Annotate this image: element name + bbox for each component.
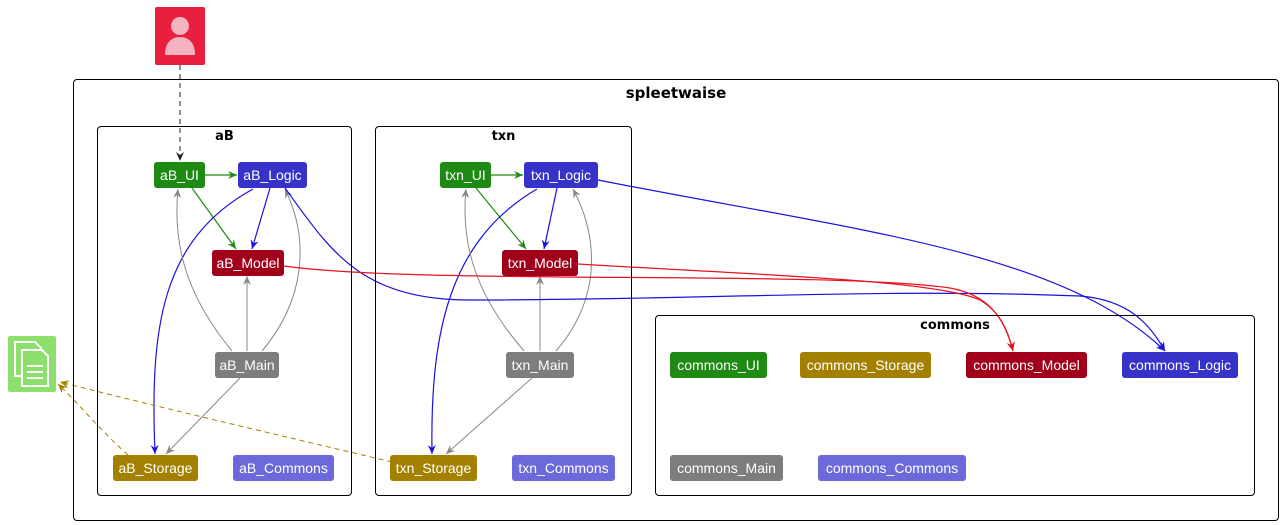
edge-abmain-ablogic bbox=[261, 188, 301, 352]
node-txn-logic: txn_Logic bbox=[524, 162, 598, 188]
package-spleetwaise: spleetwaise bbox=[73, 79, 1279, 521]
edge-txnstorage-file bbox=[59, 380, 393, 463]
package-title: aB bbox=[215, 129, 234, 144]
user-icon bbox=[155, 7, 205, 65]
package-txn: txn bbox=[375, 126, 632, 496]
node-ab-storage: aB_Storage bbox=[113, 455, 198, 481]
edge-ablogic-abmodel bbox=[250, 187, 271, 250]
edge-txnui-txnmodel bbox=[475, 187, 527, 250]
node-txn-commons: txn_Commons bbox=[512, 455, 615, 481]
edge-txnmodel-commonsmodel bbox=[577, 263, 1015, 352]
node-txn-main: txn_Main bbox=[506, 352, 574, 378]
node-ab-logic: aB_Logic bbox=[238, 162, 307, 188]
edge-txnlogic-commonslogic bbox=[597, 179, 1166, 352]
node-txn-model: txn_Model bbox=[502, 250, 578, 276]
edge-abmain-abui bbox=[173, 188, 233, 352]
edge-txnmain-txnui bbox=[461, 188, 525, 352]
node-commons-main: commons_Main bbox=[670, 455, 783, 481]
node-commons-model: commons_Model bbox=[966, 352, 1087, 378]
edge-abstorage-file bbox=[57, 383, 129, 456]
node-commons-logic: commons_Logic bbox=[1122, 352, 1238, 378]
edge-txnlogic-txnstorage bbox=[427, 188, 538, 455]
node-commons-storage: commons_Storage bbox=[800, 352, 931, 378]
edge-txnmain-txnstorage bbox=[445, 377, 533, 455]
node-ab-commons: aB_Commons bbox=[233, 455, 334, 481]
edge-txnlogic-txnmodel bbox=[541, 187, 558, 250]
edge-ablogic-abstorage bbox=[150, 188, 254, 455]
node-ab-main: aB_Main bbox=[215, 352, 279, 378]
edge-abmain-abstorage bbox=[165, 377, 241, 455]
node-ab-model: aB_Model bbox=[212, 250, 284, 276]
node-txn-storage: txn_Storage bbox=[390, 455, 477, 481]
edge-txnmain-txnlogic bbox=[555, 188, 592, 352]
edge-abui-abmodel bbox=[191, 187, 237, 250]
package-ab: aB bbox=[97, 126, 352, 496]
package-title: commons bbox=[920, 318, 990, 333]
node-ab-ui: aB_UI bbox=[154, 162, 205, 188]
node-commons-commons: commons_Commons bbox=[818, 455, 966, 481]
node-txn-ui: txn_UI bbox=[440, 162, 491, 188]
package-title: txn bbox=[491, 129, 516, 144]
package-title: spleetwaise bbox=[625, 84, 727, 102]
package-commons: commons bbox=[655, 315, 1255, 496]
node-commons-ui: commons_UI bbox=[670, 352, 767, 378]
document-icon bbox=[8, 336, 56, 392]
